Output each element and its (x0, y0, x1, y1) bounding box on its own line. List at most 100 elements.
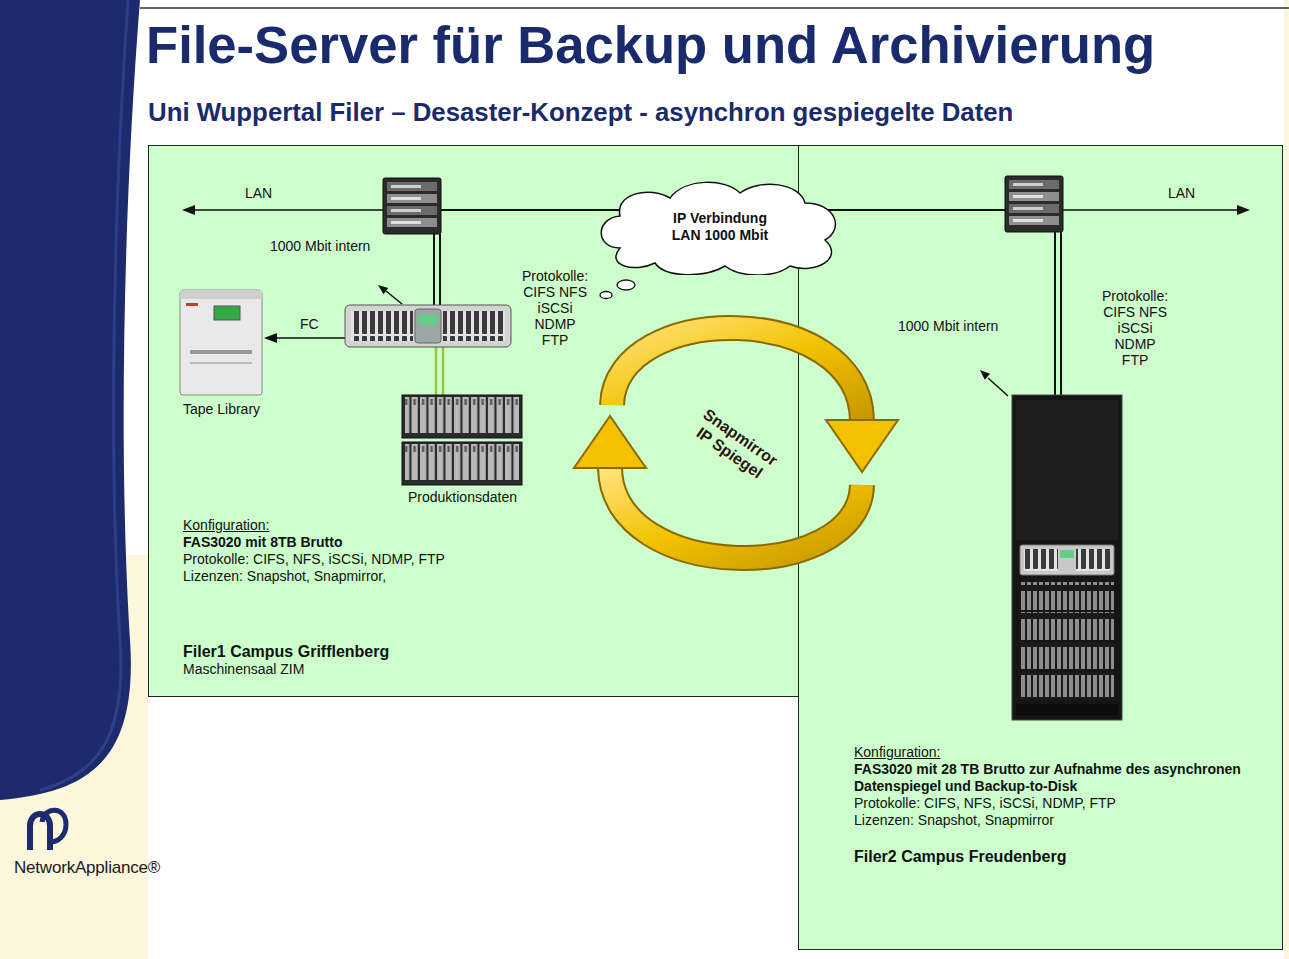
device-label-wrap: Produktionsdaten (408, 489, 517, 505)
filer-head (415, 309, 441, 343)
network-label-wrap: LAN (245, 185, 272, 201)
storage-rack (1060, 550, 1074, 558)
arrows (192, 209, 383, 211)
config-line: Protokolle: CIFS, NFS, iSCSi, NDMP, FTP (854, 795, 1254, 812)
link-speed-label-wrap: 1000 Mbit intern (898, 318, 998, 334)
protocol-list-wrap: Protokolle: CIFS NFS iSCSi NDMP FTP (522, 268, 588, 348)
config-line: Konfiguration: (854, 744, 1254, 761)
arrows (386, 291, 402, 304)
cloud-bubbles (617, 280, 635, 290)
arrows (378, 285, 388, 294)
arrows (182, 205, 195, 215)
config-line: Protokolle: CIFS, NFS, iSCSi, NDMP, FTP (183, 551, 783, 568)
mirror-arrows (612, 328, 862, 420)
filer-head (345, 305, 511, 347)
storage-rack (1012, 395, 1122, 720)
logo-text-wrap: NetworkAppliance® (14, 858, 160, 878)
config-line: FAS3020 mit 28 TB Brutto zur Aufnahme de… (854, 761, 1254, 795)
site-panel: Konfiguration:FAS3020 mit 28 TB Brutto z… (798, 145, 1283, 950)
storage-rack (1076, 549, 1110, 571)
storage-rack (1016, 704, 1118, 716)
config-line: Maschinensaal ZIM (183, 661, 783, 678)
mirror-arrows (574, 328, 898, 558)
cloud-bubbles (600, 292, 612, 299)
disk-shelf (402, 442, 522, 485)
tape-library (180, 290, 262, 395)
logo-text: NetworkAppliance® (14, 858, 160, 878)
cloud-outline (601, 182, 835, 275)
wires (820, 209, 1005, 211)
storage-rack (1020, 612, 1114, 640)
arrows (988, 378, 1008, 396)
network-switch (383, 178, 441, 234)
site-name: Filer2 Campus Freudenberg (854, 847, 1254, 866)
device-label-wrap: Tape Library (183, 401, 260, 417)
filer-head (345, 305, 511, 347)
arrows (274, 337, 345, 339)
tape-library (190, 350, 252, 354)
mirror-arrows (610, 468, 862, 558)
interface-label-wrap: FC (300, 316, 319, 332)
config-line: Konfiguration: (183, 517, 783, 534)
filer-head (418, 315, 438, 325)
storage-rack (1020, 672, 1114, 700)
tape-library (180, 290, 262, 299)
storage-rack (1024, 549, 1058, 571)
wires (434, 210, 1061, 395)
network-cloud: IP Verbindung LAN 1000 Mbit (590, 178, 850, 275)
network-label: LAN (245, 185, 272, 201)
logo-icon (30, 814, 50, 850)
arrows (1063, 209, 1240, 211)
arrows (1237, 205, 1250, 215)
subtitle: Uni Wuppertal Filer – Desaster-Konzept -… (148, 97, 1013, 128)
network-label: LAN (1168, 185, 1195, 201)
network-switch (1005, 176, 1063, 232)
mirror-arrows (574, 416, 646, 468)
mirror-label-wrap: Snapmirror IP Spiegel (689, 426, 781, 464)
storage-rack (1020, 582, 1114, 610)
link-speed-label: 1000 Mbit intern (270, 238, 370, 254)
background-band (1284, 0, 1289, 959)
arrows (980, 370, 990, 380)
fibre-wires (435, 347, 438, 395)
storage-rack (1020, 545, 1114, 575)
storage-rack (1020, 642, 1114, 670)
config-line: FAS3020 mit 8TB Brutto (183, 534, 783, 551)
subtitle-wrap: Uni Wuppertal Filer – Desaster-Konzept -… (148, 97, 1013, 128)
logo-icon (42, 810, 66, 842)
network-label-wrap: LAN (1168, 185, 1195, 201)
protocol-list: Protokolle: CIFS NFS iSCSi NDMP FTP (1102, 288, 1168, 368)
device-label: Produktionsdaten (408, 489, 517, 505)
storage-rack (1016, 400, 1118, 540)
config-line: Lizenzen: Snapshot, Snapmirror, (183, 568, 783, 585)
network-switch (1005, 176, 1063, 232)
wires (1060, 232, 1062, 395)
filer-head (443, 311, 505, 341)
slide-title: File-Server für Backup und Archivierung (146, 16, 1155, 74)
protocol-list-wrap: Protokolle: CIFS NFS iSCSi NDMP FTP (1102, 288, 1168, 368)
cloud-bubbles (600, 280, 635, 299)
link-speed-label-wrap: 1000 Mbit intern (270, 238, 370, 254)
filer-head (351, 311, 413, 341)
protocol-list: Protokolle: CIFS NFS iSCSi NDMP FTP (522, 268, 588, 348)
arrows (264, 333, 277, 343)
cloud-label: IP Verbindung LAN 1000 Mbit (659, 210, 781, 244)
disk-shelf (402, 395, 522, 485)
logo-icon (30, 810, 66, 850)
background-band (0, 555, 148, 959)
interface-label: FC (300, 316, 319, 332)
side-band (0, 0, 140, 800)
fibre-wires (442, 347, 445, 395)
wires (1054, 232, 1056, 395)
side-band-highlight (40, 0, 128, 790)
tape-library (186, 303, 198, 306)
site-name: Filer1 Campus Grifflenberg (183, 642, 783, 661)
panel-text: Konfiguration:FAS3020 mit 8TB BruttoProt… (183, 517, 783, 678)
tape-library (214, 306, 240, 320)
panel-text: Konfiguration:FAS3020 mit 28 TB Brutto z… (854, 744, 1254, 866)
device-label: Tape Library (183, 401, 260, 417)
title-wrap: File-Server für Backup und Archivierung (146, 16, 1155, 74)
top-rule (140, 7, 1289, 9)
